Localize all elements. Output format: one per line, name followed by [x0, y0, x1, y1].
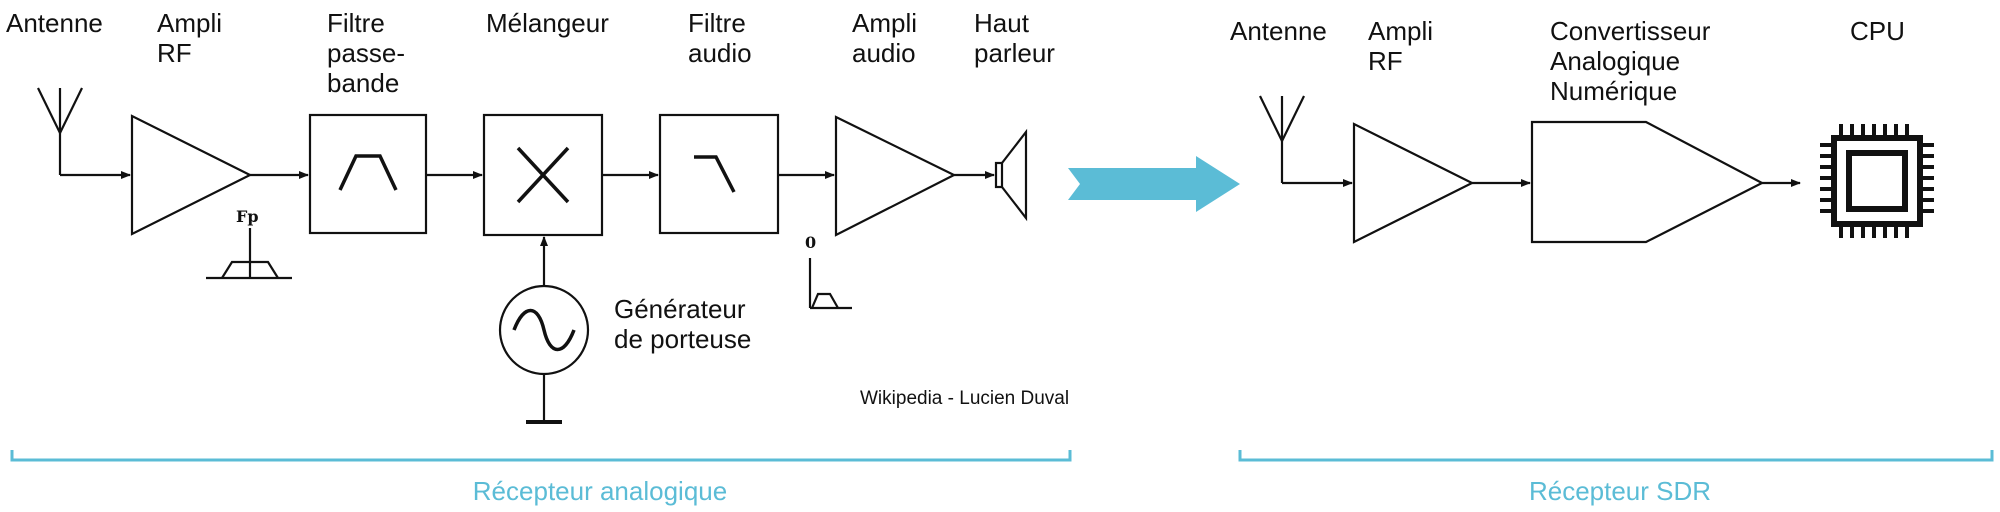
amplifier-icon — [130, 114, 253, 236]
sdr-bracket — [1238, 450, 1994, 462]
ground-icon — [526, 374, 562, 424]
label-sdr-ampli-rf-2: RF — [1368, 46, 1403, 76]
label-adc-1: Convertisseur — [1550, 16, 1711, 46]
cpu-chip-icon — [1820, 124, 1934, 238]
bandpass-spectrum-icon: Fp — [206, 207, 292, 280]
section-label-analog: Récepteur analogique — [473, 476, 727, 506]
adc-icon — [1530, 120, 1765, 244]
antenna-icon — [37, 87, 83, 175]
label-bandpass-2: passe- — [327, 38, 405, 68]
bandpass-filter-icon — [338, 154, 398, 191]
section-label-sdr: Récepteur SDR — [1529, 476, 1711, 506]
antenna-icon — [1259, 95, 1305, 183]
label-speaker-2: parleur — [974, 38, 1055, 68]
label-antenna: Antenne — [6, 8, 103, 38]
label-ampli-audio-1: Ampli — [852, 8, 917, 38]
label-adc-3: Numérique — [1550, 76, 1677, 106]
label-bandpass-3: bande — [327, 68, 399, 98]
label-speaker-1: Haut — [974, 8, 1030, 38]
label-ampli-rf-1: Ampli — [157, 8, 222, 38]
label-carrier-gen-1: Générateur — [614, 294, 746, 324]
label-ampli-rf-2: RF — [157, 38, 192, 68]
zero-mark: 0 — [805, 233, 816, 252]
bandpass-filter-box — [308, 113, 428, 235]
label-audio-filter-1: Filtre — [688, 8, 746, 38]
amplifier-icon — [1352, 122, 1475, 244]
label-sdr-antenna: Antenne — [1230, 16, 1327, 46]
label-bandpass-1: Filtre — [327, 8, 385, 38]
label-adc-2: Analogique — [1550, 46, 1680, 76]
credit-text: Wikipedia - Lucien Duval — [860, 388, 1069, 409]
amplifier-icon — [834, 115, 957, 237]
lowpass-filter-icon — [694, 155, 736, 193]
label-carrier-gen-2: de porteuse — [614, 324, 751, 354]
mixer-icon — [516, 146, 570, 204]
label-sdr-ampli-rf-1: Ampli — [1368, 16, 1433, 46]
sdr-receiver: Antenne Ampli RF Convertisseur Analogiqu… — [1230, 16, 1994, 462]
label-audio-filter-2: audio — [688, 38, 752, 68]
label-cpu: CPU — [1850, 16, 1905, 46]
speaker-icon — [994, 128, 1028, 222]
fp-mark: Fp — [236, 207, 259, 226]
audio-filter-box — [658, 113, 780, 235]
lowpass-spectrum-icon: 0 — [805, 233, 852, 310]
analog-receiver: Antenne Ampli RF Filtre passe- bande Mél… — [6, 8, 1072, 462]
analog-bracket — [10, 450, 1072, 462]
oscillator-icon — [512, 308, 576, 352]
label-ampli-audio-2: audio — [852, 38, 916, 68]
label-mixer: Mélangeur — [486, 8, 609, 38]
arrow-icon — [1068, 156, 1240, 212]
